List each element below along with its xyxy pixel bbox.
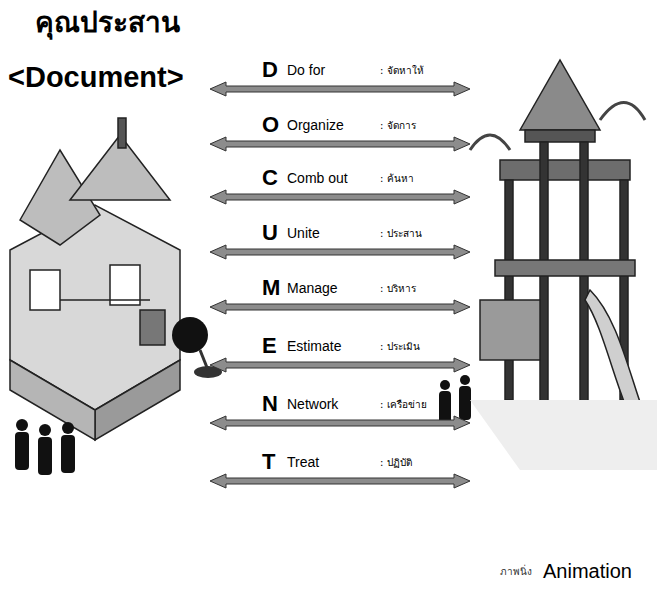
acronym-letter: M xyxy=(262,276,280,300)
acronym-letter: N xyxy=(262,392,278,416)
acronym-word: Do for xyxy=(287,63,325,78)
thai-meaning: : ประเมิน xyxy=(380,341,420,352)
globe-symbol xyxy=(172,317,222,378)
acronym-letter: T xyxy=(262,450,275,474)
double-arrow xyxy=(210,190,470,204)
thai-meaning: : ปฏิบัติ xyxy=(380,457,412,468)
double-arrow xyxy=(210,245,470,259)
double-arrow xyxy=(210,82,470,96)
thai-meaning: : ค้นหา xyxy=(380,173,414,184)
house-illustration xyxy=(10,118,180,440)
footer-note: ภาพนิ่ง xyxy=(500,566,532,577)
document-label: <Document> xyxy=(8,62,184,94)
acronym-word: Unite xyxy=(287,226,320,241)
thai-meaning: : จัดหาให้ xyxy=(380,65,424,76)
double-arrow xyxy=(210,300,470,314)
double-arrow xyxy=(210,137,470,151)
footer-note: Animation xyxy=(543,560,632,582)
acronym-letter: U xyxy=(262,221,278,245)
thai-meaning: : ประสาน xyxy=(380,228,422,239)
double-arrow xyxy=(210,474,470,488)
double-arrow xyxy=(210,416,470,430)
acronym-word: Organize xyxy=(287,118,344,133)
acronym-letter: D xyxy=(262,58,278,82)
acronym-word: Manage xyxy=(287,281,338,296)
acronym-word: Treat xyxy=(287,455,319,470)
page-title: คุณประสาน xyxy=(35,8,180,39)
acronym-letter: O xyxy=(262,113,279,137)
thai-meaning: : บริหาร xyxy=(380,283,416,294)
acronym-letter: C xyxy=(262,166,278,190)
acronym-letter: E xyxy=(262,334,277,358)
acronym-word: Estimate xyxy=(287,339,341,354)
thai-meaning: : จัดการ xyxy=(380,120,416,131)
people-silhouettes xyxy=(15,375,471,475)
thai-meaning: : เครือข่าย xyxy=(380,399,427,410)
double-arrow xyxy=(210,358,470,372)
acronym-word: Network xyxy=(287,397,338,412)
acronym-word: Comb out xyxy=(287,171,348,186)
playground-illustration xyxy=(470,60,657,470)
